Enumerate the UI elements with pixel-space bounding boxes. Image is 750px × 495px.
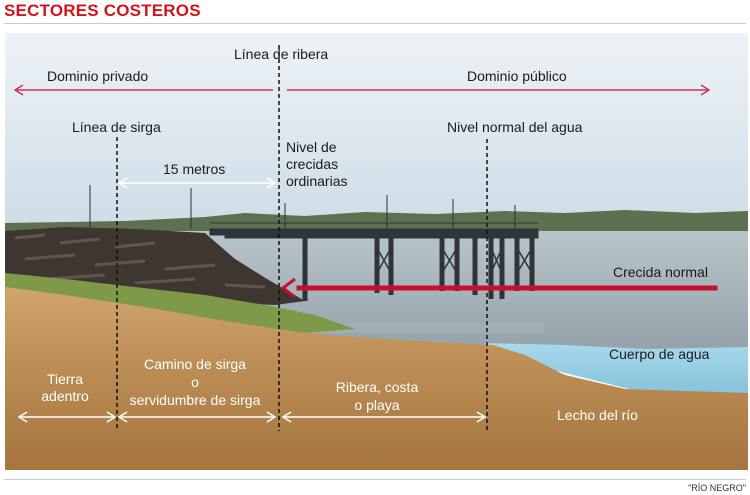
crecida-normal-label: Crecida normal	[613, 264, 708, 280]
crecida-normal-arrow	[280, 277, 718, 299]
cuerpo-agua-label: Cuerpo de agua	[609, 346, 710, 362]
page-title: SECTORES COSTEROS	[4, 1, 201, 20]
linea-ribera-label: Línea de ribera	[234, 46, 329, 62]
linea-sirga-label: Línea de sirga	[72, 119, 161, 135]
coastal-scene-illustration	[5, 33, 748, 470]
vertical-dashed-lines	[116, 45, 488, 431]
coastal-diagram: Línea de ribera Dominio privado Dominio …	[5, 33, 748, 470]
fifteen-meters-arrow	[117, 177, 277, 189]
pier	[89, 185, 539, 301]
bottom-divider	[4, 479, 746, 480]
lecho-rio-label: Lecho del río	[557, 407, 638, 423]
rocky-texture	[14, 233, 266, 289]
nivel-crecidas-label: Nivel de crecidas ordinarias	[286, 139, 348, 189]
ribera-costa-label: Ribera, costa o playa	[335, 379, 419, 413]
dominio-privado-label: Dominio privado	[47, 68, 149, 84]
tierra-adentro-label: Tierra adentro	[41, 371, 89, 404]
dominion-arrow	[13, 84, 711, 96]
sky	[5, 33, 748, 223]
title-divider	[4, 23, 746, 24]
soil-profile	[5, 287, 748, 470]
source-credit: "RÍO NEGRO"	[688, 483, 746, 493]
nivel-normal-label: Nivel normal del agua	[447, 119, 583, 135]
bottom-zone-arrows	[17, 411, 487, 423]
dominio-publico-label: Dominio público	[467, 68, 567, 84]
camino-sirga-label: Camino de sirga o servidumbre de sirga	[129, 356, 261, 408]
quince-metros-label: 15 metros	[163, 161, 226, 177]
water-body-area	[485, 343, 748, 393]
